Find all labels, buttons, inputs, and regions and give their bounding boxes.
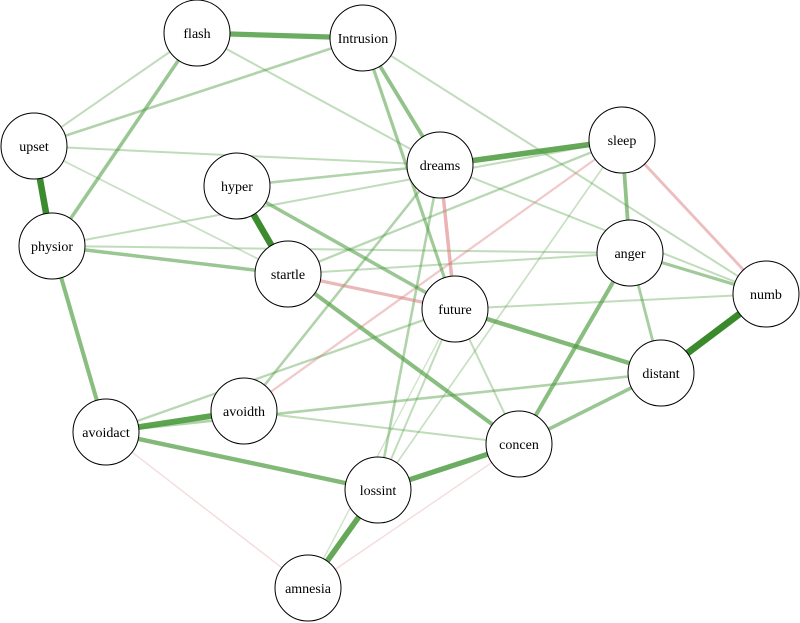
edge-avoidact-future <box>105 307 456 434</box>
node-flash[interactable]: flash <box>163 0 231 67</box>
edge-startle-sleep <box>287 138 623 276</box>
node-circle <box>210 377 278 445</box>
edge-sleep-avoidth <box>243 139 623 412</box>
edge-avoidact-distant <box>105 371 662 434</box>
node-label: anger <box>614 247 645 262</box>
edge-physior-startle <box>51 244 289 276</box>
node-circle <box>588 106 656 174</box>
node-circle <box>274 554 342 622</box>
node-circle <box>72 398 140 466</box>
edge-future-distant <box>454 306 662 376</box>
edge-avoidth-concen <box>243 410 520 445</box>
edge-hyper-future <box>236 184 456 311</box>
edge-avoidact-amnesia <box>105 431 309 589</box>
node-circle <box>254 240 322 308</box>
edge-upset-Intrusion <box>33 36 364 148</box>
node-label: startle <box>271 268 305 283</box>
node-circle <box>344 456 412 524</box>
node-circle <box>406 131 474 199</box>
edge-physior-anger <box>51 245 631 254</box>
node-circle <box>203 152 271 220</box>
node-circle <box>163 0 231 67</box>
edge-physior-sleep <box>51 139 623 247</box>
node-label: physior <box>31 240 73 255</box>
node-label: avoidact <box>82 426 130 441</box>
edge-sleep-numb <box>620 139 768 295</box>
node-circle <box>421 275 489 343</box>
node-label: avoidth <box>223 405 265 420</box>
node-concen[interactable]: concen <box>485 410 553 478</box>
edge-amnesia-future <box>307 308 456 589</box>
edge-lossint-sleep <box>377 139 623 491</box>
node-label: hyper <box>221 180 253 195</box>
edge-dreams-lossint <box>376 164 442 491</box>
node-startle[interactable]: startle <box>254 240 322 308</box>
edge-dreams-numb <box>439 164 767 295</box>
node-circle <box>18 212 86 280</box>
node-circle <box>0 112 68 180</box>
edge-dreams-avoidth <box>242 164 442 412</box>
edge-future-numb <box>454 293 767 310</box>
node-intrusion[interactable]: Intrusion <box>329 4 397 72</box>
node-sleep[interactable]: sleep <box>588 106 656 174</box>
node-anger[interactable]: anger <box>596 219 664 287</box>
node-label: concen <box>499 438 539 453</box>
node-dreams[interactable]: dreams <box>406 131 474 199</box>
node-label: distant <box>642 367 679 382</box>
edge-flash-physior <box>50 32 199 247</box>
node-circle <box>329 4 397 72</box>
node-circle <box>596 219 664 287</box>
node-label: sleep <box>608 134 637 149</box>
edge-amnesia-concen <box>307 443 520 589</box>
node-label: upset <box>19 140 49 155</box>
node-label: Intrusion <box>338 32 389 47</box>
node-distant[interactable]: distant <box>627 339 695 407</box>
node-label: lossint <box>360 484 397 499</box>
node-label: flash <box>183 27 210 42</box>
node-physior[interactable]: physior <box>18 212 86 280</box>
node-avoidth[interactable]: avoidth <box>210 377 278 445</box>
edge-startle-anger <box>287 252 631 275</box>
node-circle <box>732 260 800 328</box>
edge-Intrusion-numb <box>362 37 767 295</box>
node-label: future <box>438 303 471 318</box>
node-lossint[interactable]: lossint <box>344 456 412 524</box>
node-future[interactable]: future <box>421 275 489 343</box>
node-amnesia[interactable]: amnesia <box>274 554 342 622</box>
node-label: dreams <box>420 159 460 174</box>
node-circle <box>485 410 553 478</box>
edge-avoidact-lossint <box>105 429 379 493</box>
edge-anger-concen <box>517 251 632 446</box>
node-circle <box>627 339 695 407</box>
node-hyper[interactable]: hyper <box>203 152 271 220</box>
edge-upset-startle <box>33 145 289 275</box>
edge-startle-concen <box>286 272 521 446</box>
node-label: numb <box>750 288 782 303</box>
node-numb[interactable]: numb <box>732 260 800 328</box>
node-upset[interactable]: upset <box>0 112 68 180</box>
node-label: amnesia <box>285 582 332 597</box>
node-avoidact[interactable]: avoidact <box>72 398 140 466</box>
